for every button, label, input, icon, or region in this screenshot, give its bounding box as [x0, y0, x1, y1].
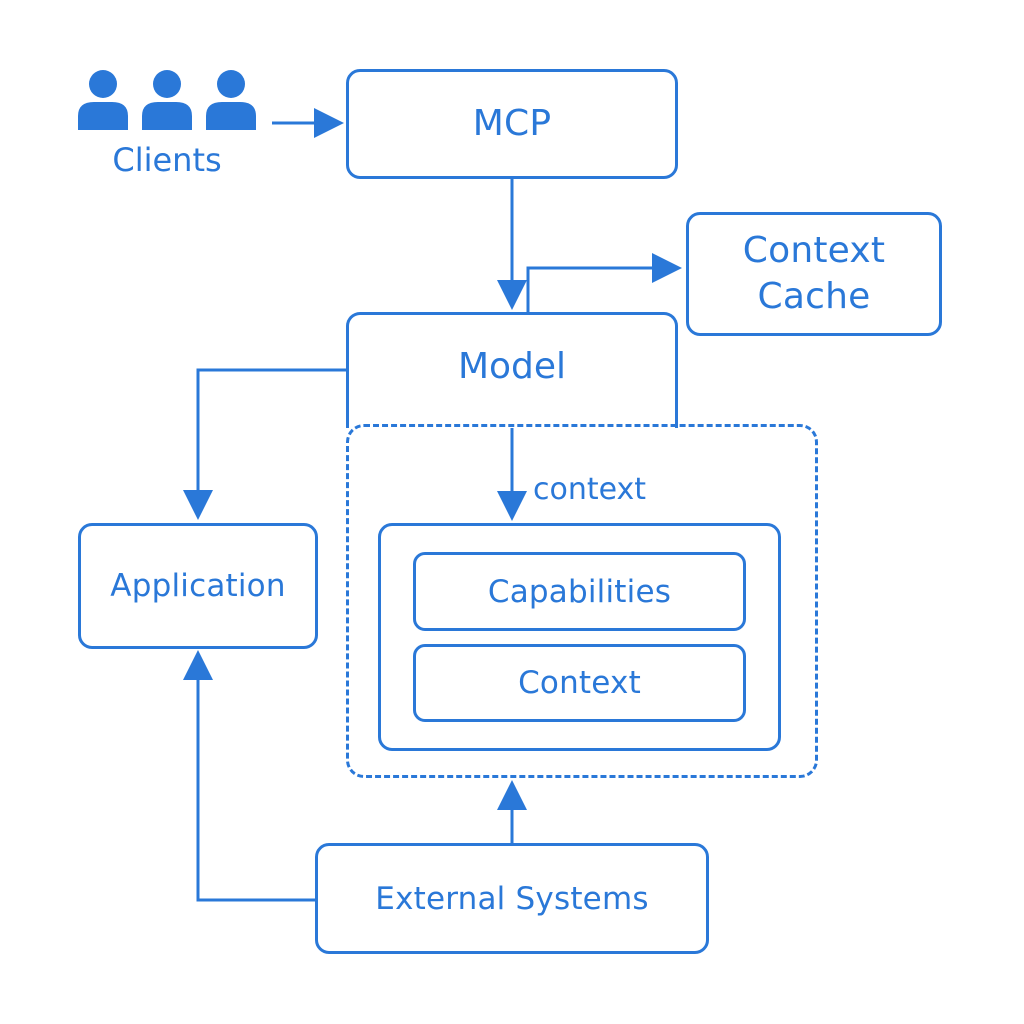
external-systems-label: External Systems: [375, 880, 649, 917]
capabilities-node: Capabilities: [413, 552, 746, 631]
context-node: Context: [413, 644, 746, 722]
external-to-application-arrow: [183, 650, 316, 902]
person-icon: [206, 70, 256, 130]
model-label: Model: [457, 346, 567, 387]
application-node: Application: [78, 523, 318, 649]
model-context-region: [346, 424, 818, 778]
person-icon: [78, 70, 128, 130]
mcp-label: MCP: [472, 103, 552, 144]
context-label: Context: [518, 665, 641, 701]
context-cache-node: Context Cache: [686, 212, 942, 336]
clients-label: Clients: [112, 141, 222, 179]
application-label: Application: [110, 568, 286, 604]
model-node: [346, 312, 678, 428]
person-icon: [142, 70, 192, 130]
model-to-application-arrow: [183, 368, 346, 520]
capabilities-label: Capabilities: [487, 573, 672, 610]
model-to-context-cache-arrow: [526, 253, 682, 312]
external-systems-node: External Systems: [315, 843, 709, 954]
context-cache-label: Context Cache: [742, 230, 886, 317]
mcp-node: MCP: [346, 69, 678, 179]
context-edge-label: context: [533, 472, 647, 507]
